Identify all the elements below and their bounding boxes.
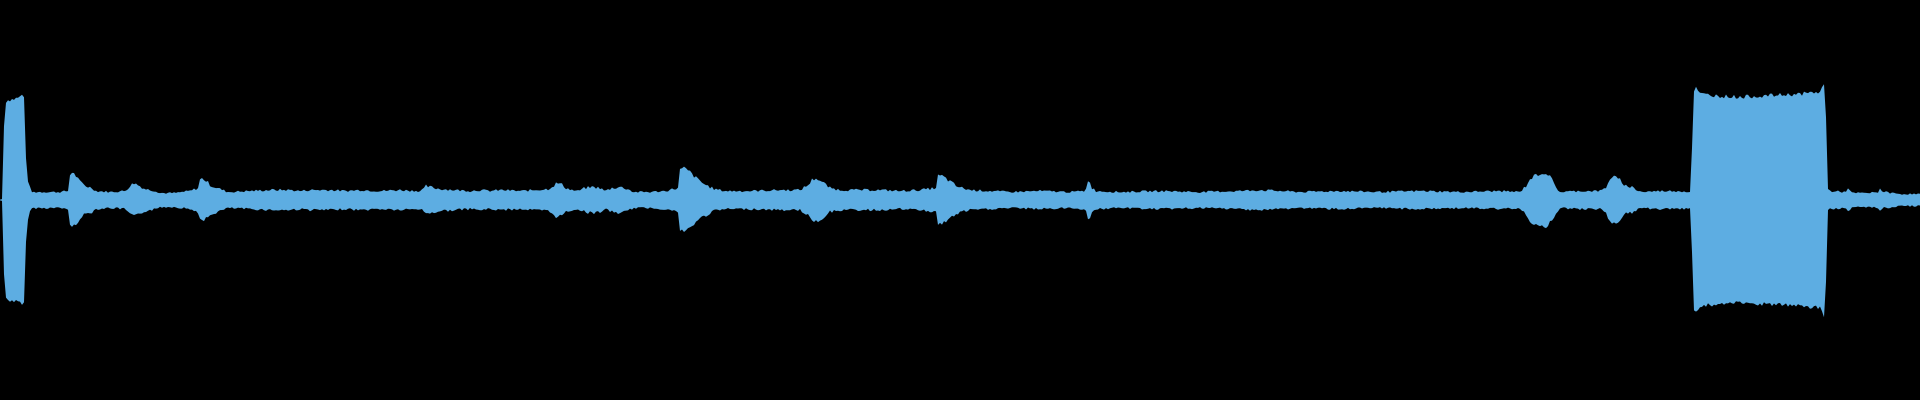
- waveform-envelope: [0, 84, 1920, 318]
